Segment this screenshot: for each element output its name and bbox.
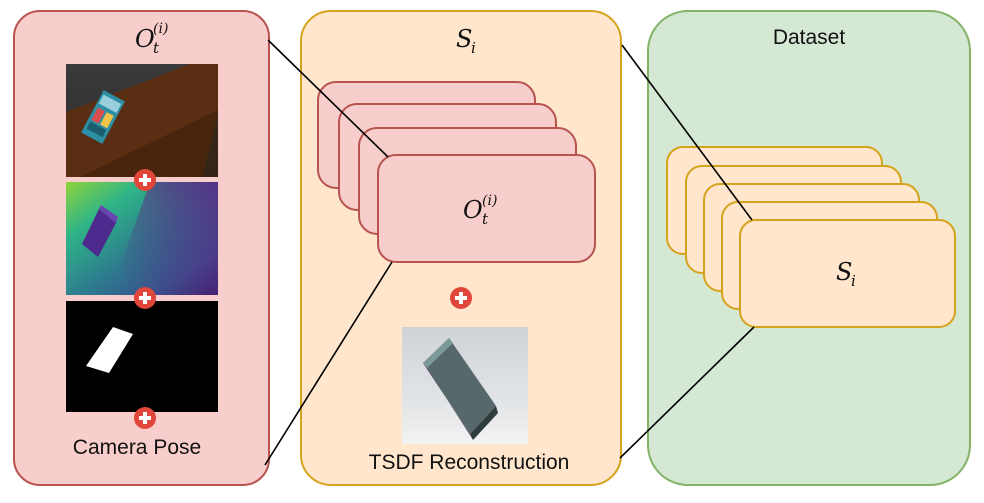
- plus-icon: [134, 287, 156, 309]
- plus-icon: [134, 169, 156, 191]
- connector-lines: [264, 39, 755, 466]
- observation-title-subscript: t: [153, 39, 160, 57]
- observation-card-label-superscript: (i): [482, 193, 497, 209]
- connector-line: [621, 44, 753, 221]
- dataset-panel: Dataset S i: [647, 10, 971, 486]
- rgb-image: [66, 64, 218, 177]
- observation-title-superscript: (i): [153, 21, 168, 37]
- sample-panel: S i O t (i) TSDF Reconstruction: [300, 10, 622, 486]
- connector-line: [264, 261, 393, 466]
- connector-line: [619, 326, 755, 459]
- camera-pose-label: Camera Pose: [73, 436, 201, 459]
- plus-icon: [450, 287, 472, 309]
- tsdf-image: [402, 327, 528, 444]
- observation-card-label-subscript: t: [482, 210, 489, 228]
- tsdf-reconstruction-label: TSDF Reconstruction: [369, 451, 570, 474]
- sample-title-subscript: i: [471, 39, 476, 57]
- observation-title: O: [135, 25, 155, 53]
- sample-card-label: S: [836, 258, 852, 286]
- sample-card-label-subscript: i: [851, 272, 856, 290]
- observation-panel: O t (i): [13, 10, 270, 486]
- observation-card-front: [377, 154, 596, 263]
- plus-icon: [134, 407, 156, 429]
- sample-card-front: [739, 219, 956, 328]
- depth-image: [66, 182, 218, 295]
- connector-line: [267, 39, 389, 158]
- observation-card-label: O: [463, 196, 483, 224]
- mask-image: [66, 301, 218, 412]
- dataset-title: Dataset: [773, 26, 846, 49]
- sample-title: S: [456, 25, 472, 53]
